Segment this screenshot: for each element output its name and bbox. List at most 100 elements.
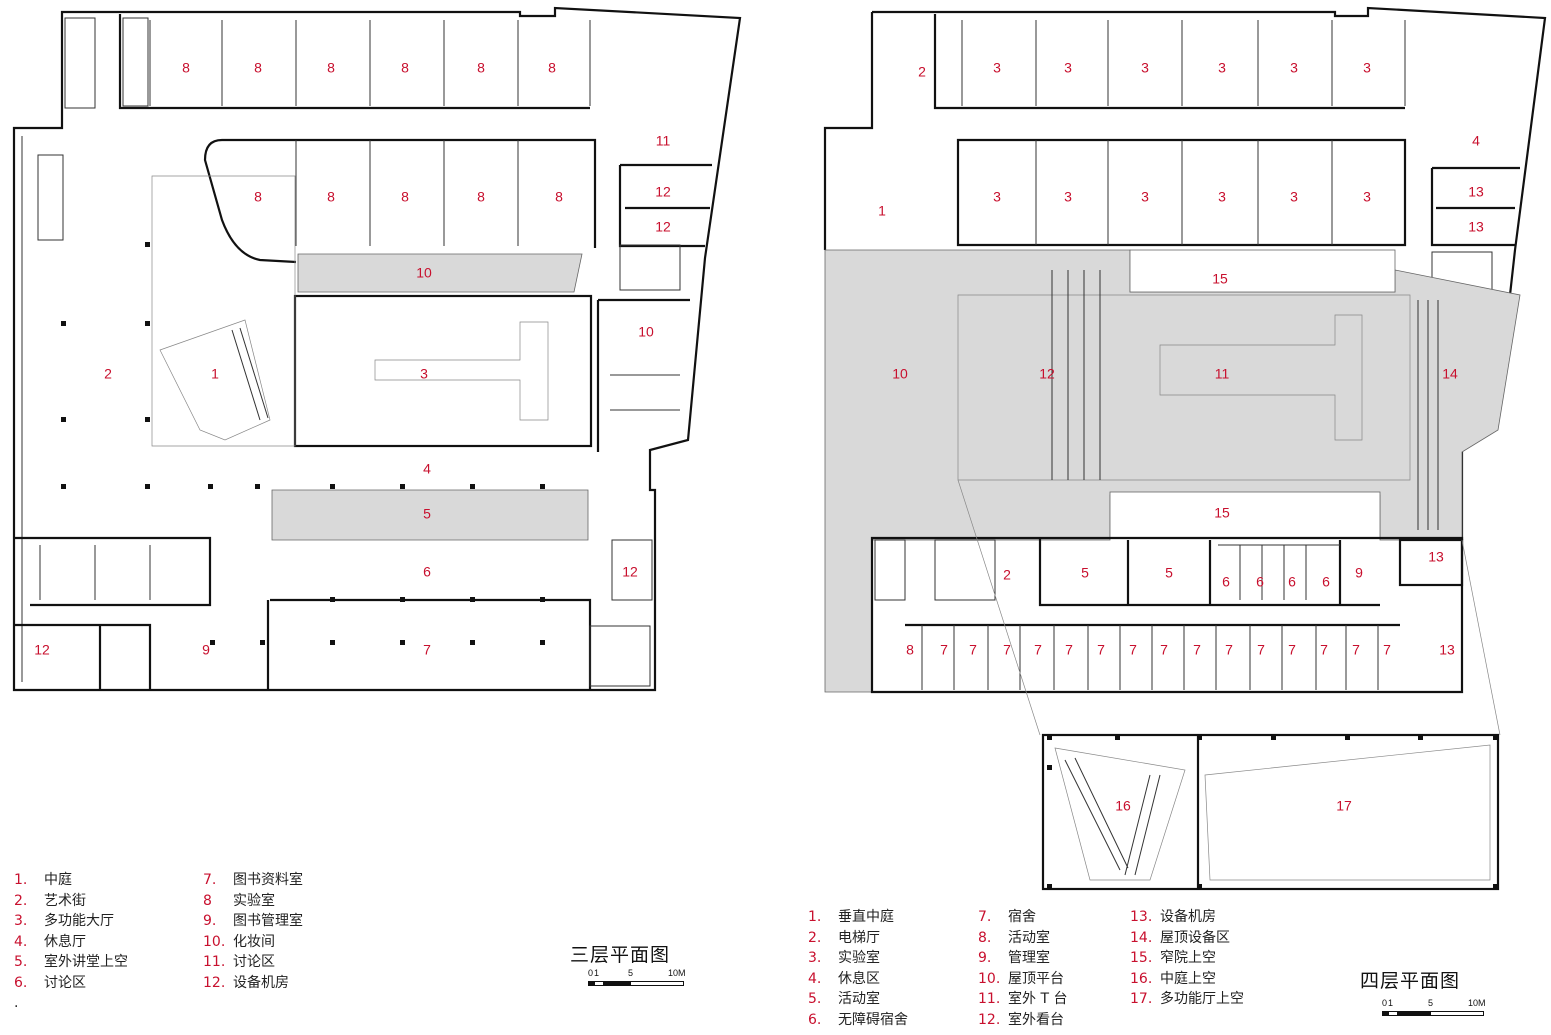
legend-item: 7.宿舍 (978, 909, 1036, 925)
f4-room-label: 13 (1468, 184, 1484, 200)
f4-room-label: 3 (1363, 60, 1371, 76)
f4-room-label: 7 (1193, 642, 1201, 658)
f4-room-label: 7 (1097, 642, 1105, 658)
floor4-legend-col1: 1.垂直中庭 2.电梯厅 3.实验室 4.休息区 5.活动室 6.无障碍宿舍 (808, 907, 908, 1030)
f3-room-label: 6 (423, 564, 431, 580)
scale-tick: 1 (594, 968, 600, 978)
floor4-title: 四层平面图 (1360, 970, 1461, 992)
floor4-scale-bar: 0 1 5 10M (1382, 998, 1488, 1016)
f4-room-label: 2 (1003, 567, 1011, 583)
floor3-title: 三层平面图 (570, 944, 671, 966)
f3-room-label: 8 (327, 60, 335, 76)
scale-tick: 10M (1468, 998, 1486, 1008)
f3-room-label: 12 (655, 219, 671, 235)
legend-item: 5.室外讲堂上空 (14, 954, 128, 970)
legend-item: 6.无障碍宿舍 (808, 1011, 908, 1028)
f4-room-label: 13 (1468, 219, 1484, 235)
scale-tick: 0 (588, 968, 594, 978)
f4-room-label: 3 (1218, 189, 1226, 205)
legend-item: 13.设备机房 (1130, 909, 1216, 925)
legend-item: 3.实验室 (808, 950, 880, 966)
f3-room-label: 8 (254, 189, 262, 205)
f4-room-label: 7 (1065, 642, 1073, 658)
legend-item: 17.多功能厅上空 (1130, 991, 1244, 1007)
f4-room-label: 1 (878, 203, 886, 219)
f3-room-label: 5 (423, 506, 431, 522)
f3-room-label: 8 (477, 189, 485, 205)
f4-room-label: 5 (1165, 565, 1173, 581)
legend-item: . (14, 995, 19, 1011)
f4-room-label: 8 (906, 642, 914, 658)
f4-room-label: 6 (1256, 574, 1264, 590)
f3-room-label: 3 (420, 366, 428, 382)
f4-room-label: 7 (1320, 642, 1328, 658)
floor3-room-labels: 1 2 3 4 5 6 7 8 8 8 8 8 8 8 8 8 8 8 9 10… (34, 60, 671, 658)
f4-room-label: 7 (1129, 642, 1137, 658)
f4-room-label: 4 (1472, 133, 1480, 149)
f3-room-label: 12 (34, 642, 50, 658)
f4-room-label: 7 (969, 642, 977, 658)
scale-tick: 5 (1428, 998, 1434, 1008)
f4-room-label: 10 (892, 366, 908, 382)
f4-room-label: 7 (940, 642, 948, 658)
floor3-scale-bar: 0 1 5 10M (588, 968, 686, 986)
f4-room-label: 6 (1288, 574, 1296, 590)
f4-room-label: 6 (1222, 574, 1230, 590)
f4-room-label: 3 (1290, 60, 1298, 76)
floor3-legend-col1: 1.中庭 2.艺术街 3.多功能大厅 4.休息厅 5.室外讲堂上空 6.讨论区 … (14, 870, 128, 1014)
f3-room-label: 8 (477, 60, 485, 76)
legend-item: 2.电梯厅 (808, 929, 880, 946)
f4-room-label: 3 (1141, 60, 1149, 76)
floor4-legend-col2: 7.宿舍 8.活动室 9.管理室 10.屋顶平台 11.室外 T 台 12.室外… (978, 907, 1067, 1030)
legend-item: 12.设备机房 (203, 974, 289, 991)
legend-item: 12.室外看台 (978, 1011, 1064, 1028)
scale-tick: 10M (668, 968, 686, 978)
f4-room-label: 3 (1290, 189, 1298, 205)
f3-room-label: 10 (638, 324, 654, 340)
f3-room-label: 8 (401, 189, 409, 205)
f3-room-label: 8 (327, 189, 335, 205)
f4-room-label: 17 (1336, 798, 1352, 814)
f3-room-label: 11 (656, 133, 671, 149)
f4-room-label: 15 (1214, 505, 1230, 521)
legend-item: 11.室外 T 台 (978, 991, 1068, 1007)
f3-room-label: 12 (655, 184, 671, 200)
legend-item: 10.屋顶平台 (978, 970, 1064, 987)
f4-room-label: 13 (1428, 549, 1444, 565)
legend-item: 14.屋顶设备区 (1130, 929, 1230, 946)
f4-room-label: 3 (1363, 189, 1371, 205)
f3-room-label: 8 (254, 60, 262, 76)
f4-room-label: 9 (1355, 565, 1363, 581)
legend-item: 1.垂直中庭 (808, 909, 894, 925)
f4-room-label: 3 (1218, 60, 1226, 76)
f4-room-label: 14 (1442, 366, 1458, 382)
f4-room-label: 7 (1288, 642, 1296, 658)
legend-item: 7.图书资料室 (203, 872, 303, 888)
f4-room-label: 3 (993, 189, 1001, 205)
floor4-room-labels: 1 2 2 3 3 3 3 3 3 3 3 3 3 3 3 4 5 5 6 6 … (878, 60, 1484, 814)
f4-room-label: 7 (1160, 642, 1168, 658)
f4-room-label: 7 (1003, 642, 1011, 658)
fourth-floor-plan (823, 6, 1547, 891)
legend-item: 16.中庭上空 (1130, 970, 1216, 987)
f4-room-label: 12 (1039, 366, 1055, 382)
floor4-legend-col3: 13.设备机房 14.屋顶设备区 15.窄院上空 16.中庭上空 17.多功能厅… (1130, 907, 1244, 1010)
f3-room-label: 8 (401, 60, 409, 76)
f3-room-label: 8 (548, 60, 556, 76)
legend-item: 10.化妆间 (203, 933, 275, 950)
f4-room-label: 3 (1141, 189, 1149, 205)
legend-item: 2.艺术街 (14, 892, 86, 909)
legend-item: 11.讨论区 (203, 954, 275, 970)
f3-room-label: 2 (104, 366, 112, 382)
f4-room-label: 15 (1212, 271, 1228, 287)
f4-room-label: 5 (1081, 565, 1089, 581)
legend-item: 5.活动室 (808, 991, 880, 1007)
scale-tick: 5 (628, 968, 634, 978)
f4-room-label: 7 (1352, 642, 1360, 658)
f4-room-label: 7 (1383, 642, 1391, 658)
f4-room-label: 7 (1034, 642, 1042, 658)
f4-room-label: 3 (993, 60, 1001, 76)
legend-item: 9.图书管理室 (203, 913, 303, 929)
f3-room-label: 8 (555, 189, 563, 205)
